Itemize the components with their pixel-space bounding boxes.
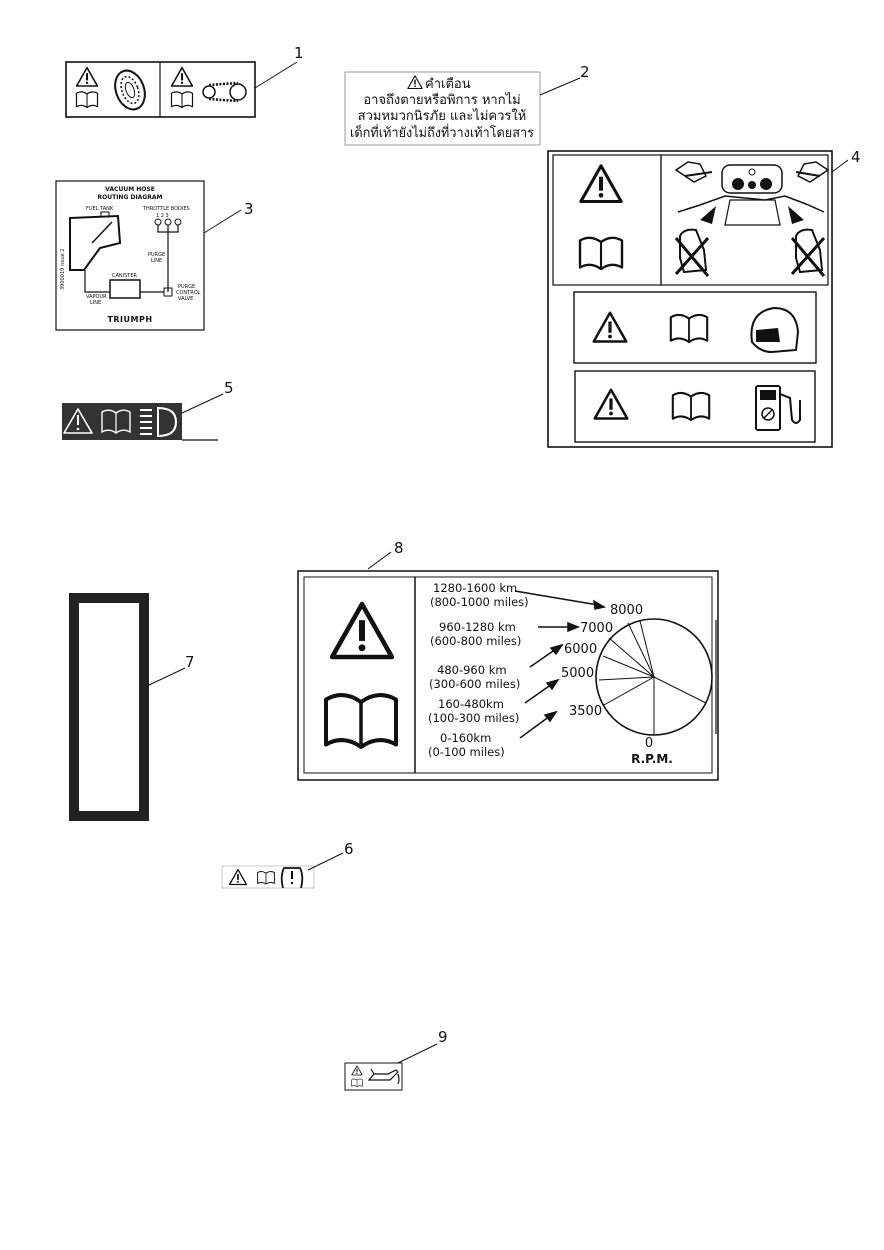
rpm-6000: 6000 (564, 642, 597, 657)
motorcycle-cockpit-illustration (674, 161, 830, 226)
decal-6 (221, 865, 315, 889)
manual-book-icon (669, 313, 709, 344)
decal-2-line-4: เด็กที่เท้ายังไม่ถึงที่วางเท้าโดยสาร (350, 123, 534, 141)
decal-3-purge-line-2: LINE (151, 258, 162, 264)
decal-2-line-3: สวมหมวกนิรภัย และไม่ควรให้ (358, 108, 527, 124)
mileage-km-1: 960-1280 km (439, 620, 516, 634)
chain-icon (202, 81, 247, 103)
callout-2: 2 (580, 63, 590, 81)
decal-3-vapour-2: LINE (90, 300, 101, 306)
decal-3-title-1: VACUUM HOSE (105, 186, 155, 193)
oil-can-icon (367, 1068, 400, 1085)
mileage-arrows (514, 590, 606, 739)
mileage-miles-4: (0-100 miles) (428, 745, 505, 759)
decal-7 (69, 593, 149, 821)
callout-1: 1 (294, 44, 304, 62)
warning-triangle-icon (170, 66, 194, 87)
tyre-pressure-warning-icon (280, 867, 304, 889)
mileage-miles-3: (100-300 miles) (428, 711, 519, 725)
decal-4-frame (547, 150, 833, 448)
decal-2-frame (344, 71, 541, 146)
mileage-km-2: 480-960 km (437, 663, 507, 677)
warning-triangle-icon (592, 311, 628, 343)
warning-triangle-icon (75, 66, 99, 87)
manual-book-icon (671, 391, 711, 422)
decal-3-brand: TRIUMPH (107, 315, 152, 324)
helmet-icon (750, 306, 800, 354)
manual-book-icon (75, 91, 99, 109)
callout-9: 9 (438, 1028, 448, 1046)
callout-8: 8 (394, 539, 404, 557)
decal-3-pcv-3: VALVE (178, 296, 193, 302)
mileage-km-0: 1280-1600 km (433, 581, 517, 595)
callout-3: 3 (244, 200, 254, 218)
tyre-icon (114, 69, 146, 111)
warning-triangle-icon (407, 75, 423, 90)
warning-triangle-icon (332, 604, 392, 657)
no-boots-icon-left (674, 228, 710, 277)
canister-shape (109, 279, 141, 299)
fuel-tank-shape (69, 214, 122, 271)
decal-2-line-2: อาจถึงตายหรือพิการ หากไม่ (363, 92, 520, 108)
decal-8: 1280-1600 km (800-1000 miles) 960-1280 k… (297, 570, 719, 781)
decal-2-line-1: คำเตือน (425, 76, 471, 92)
decal-3-pcv-2: CONTROL (176, 290, 201, 296)
rpm-label: R.P.M. (631, 752, 673, 766)
decal-3-throttle-bodies: THROTTLE BODIES (142, 206, 190, 212)
purge-control-valve-shape (163, 287, 173, 297)
decal-1 (65, 61, 256, 118)
headlight-beam-icon (140, 406, 178, 438)
callout-6: 6 (344, 840, 354, 858)
unleaded-fuel-pump-icon (755, 385, 801, 431)
no-boots-icon-right (790, 228, 826, 277)
rpm-7000: 7000 (580, 621, 613, 636)
decal-3-purge-line-1: PURGE (148, 252, 165, 258)
decal-3-canister: CANISTER (112, 273, 138, 279)
decal-7-frame (69, 593, 149, 821)
decal-9 (344, 1062, 403, 1091)
mileage-miles-1: (600-800 miles) (430, 634, 521, 648)
decal-3-fuel-tank: FUEL TANK (86, 206, 114, 212)
manual-book-icon (578, 236, 624, 271)
manual-book-icon (170, 91, 194, 109)
callout-4: 4 (851, 148, 861, 166)
decal-3-frame (55, 180, 205, 331)
rpm-0: 0 (645, 736, 653, 751)
warning-triangle-icon (579, 164, 623, 204)
decal-2: คำเตือน อาจถึงตายหรือพิการ หากไม่ สวมหมว… (344, 71, 541, 146)
decal-3-part-number: 3900019 issue 2 (60, 249, 66, 290)
mileage-miles-2: (300-600 miles) (429, 677, 520, 691)
rpm-5000: 5000 (561, 666, 594, 681)
callout-5: 5 (224, 379, 234, 397)
decal-3-title-2: ROUTING DIAGRAM (98, 194, 163, 201)
decal-5 (62, 403, 218, 441)
manual-book-icon (324, 693, 398, 749)
callout-7: 7 (185, 653, 195, 671)
rpm-3500: 3500 (569, 704, 602, 719)
mileage-km-4: 0-160km (440, 731, 491, 745)
decal-8-outer-frame (297, 570, 719, 781)
warning-triangle-icon (593, 388, 629, 420)
decal-3-pcv-1: PURGE (178, 284, 195, 290)
decal-3-vapour-1: VAPOUR (86, 294, 107, 300)
decal-4 (547, 150, 833, 448)
decal-3-tb-numbers: 1 2 3 (156, 213, 169, 219)
mileage-km-3: 160-480km (438, 697, 504, 711)
rpm-dial (595, 618, 713, 736)
mileage-miles-0: (800-1000 miles) (430, 595, 529, 609)
rpm-8000: 8000 (610, 603, 643, 618)
decal-3: VACUUM HOSE ROUTING DIAGRAM FUEL TANK TH… (55, 180, 205, 331)
